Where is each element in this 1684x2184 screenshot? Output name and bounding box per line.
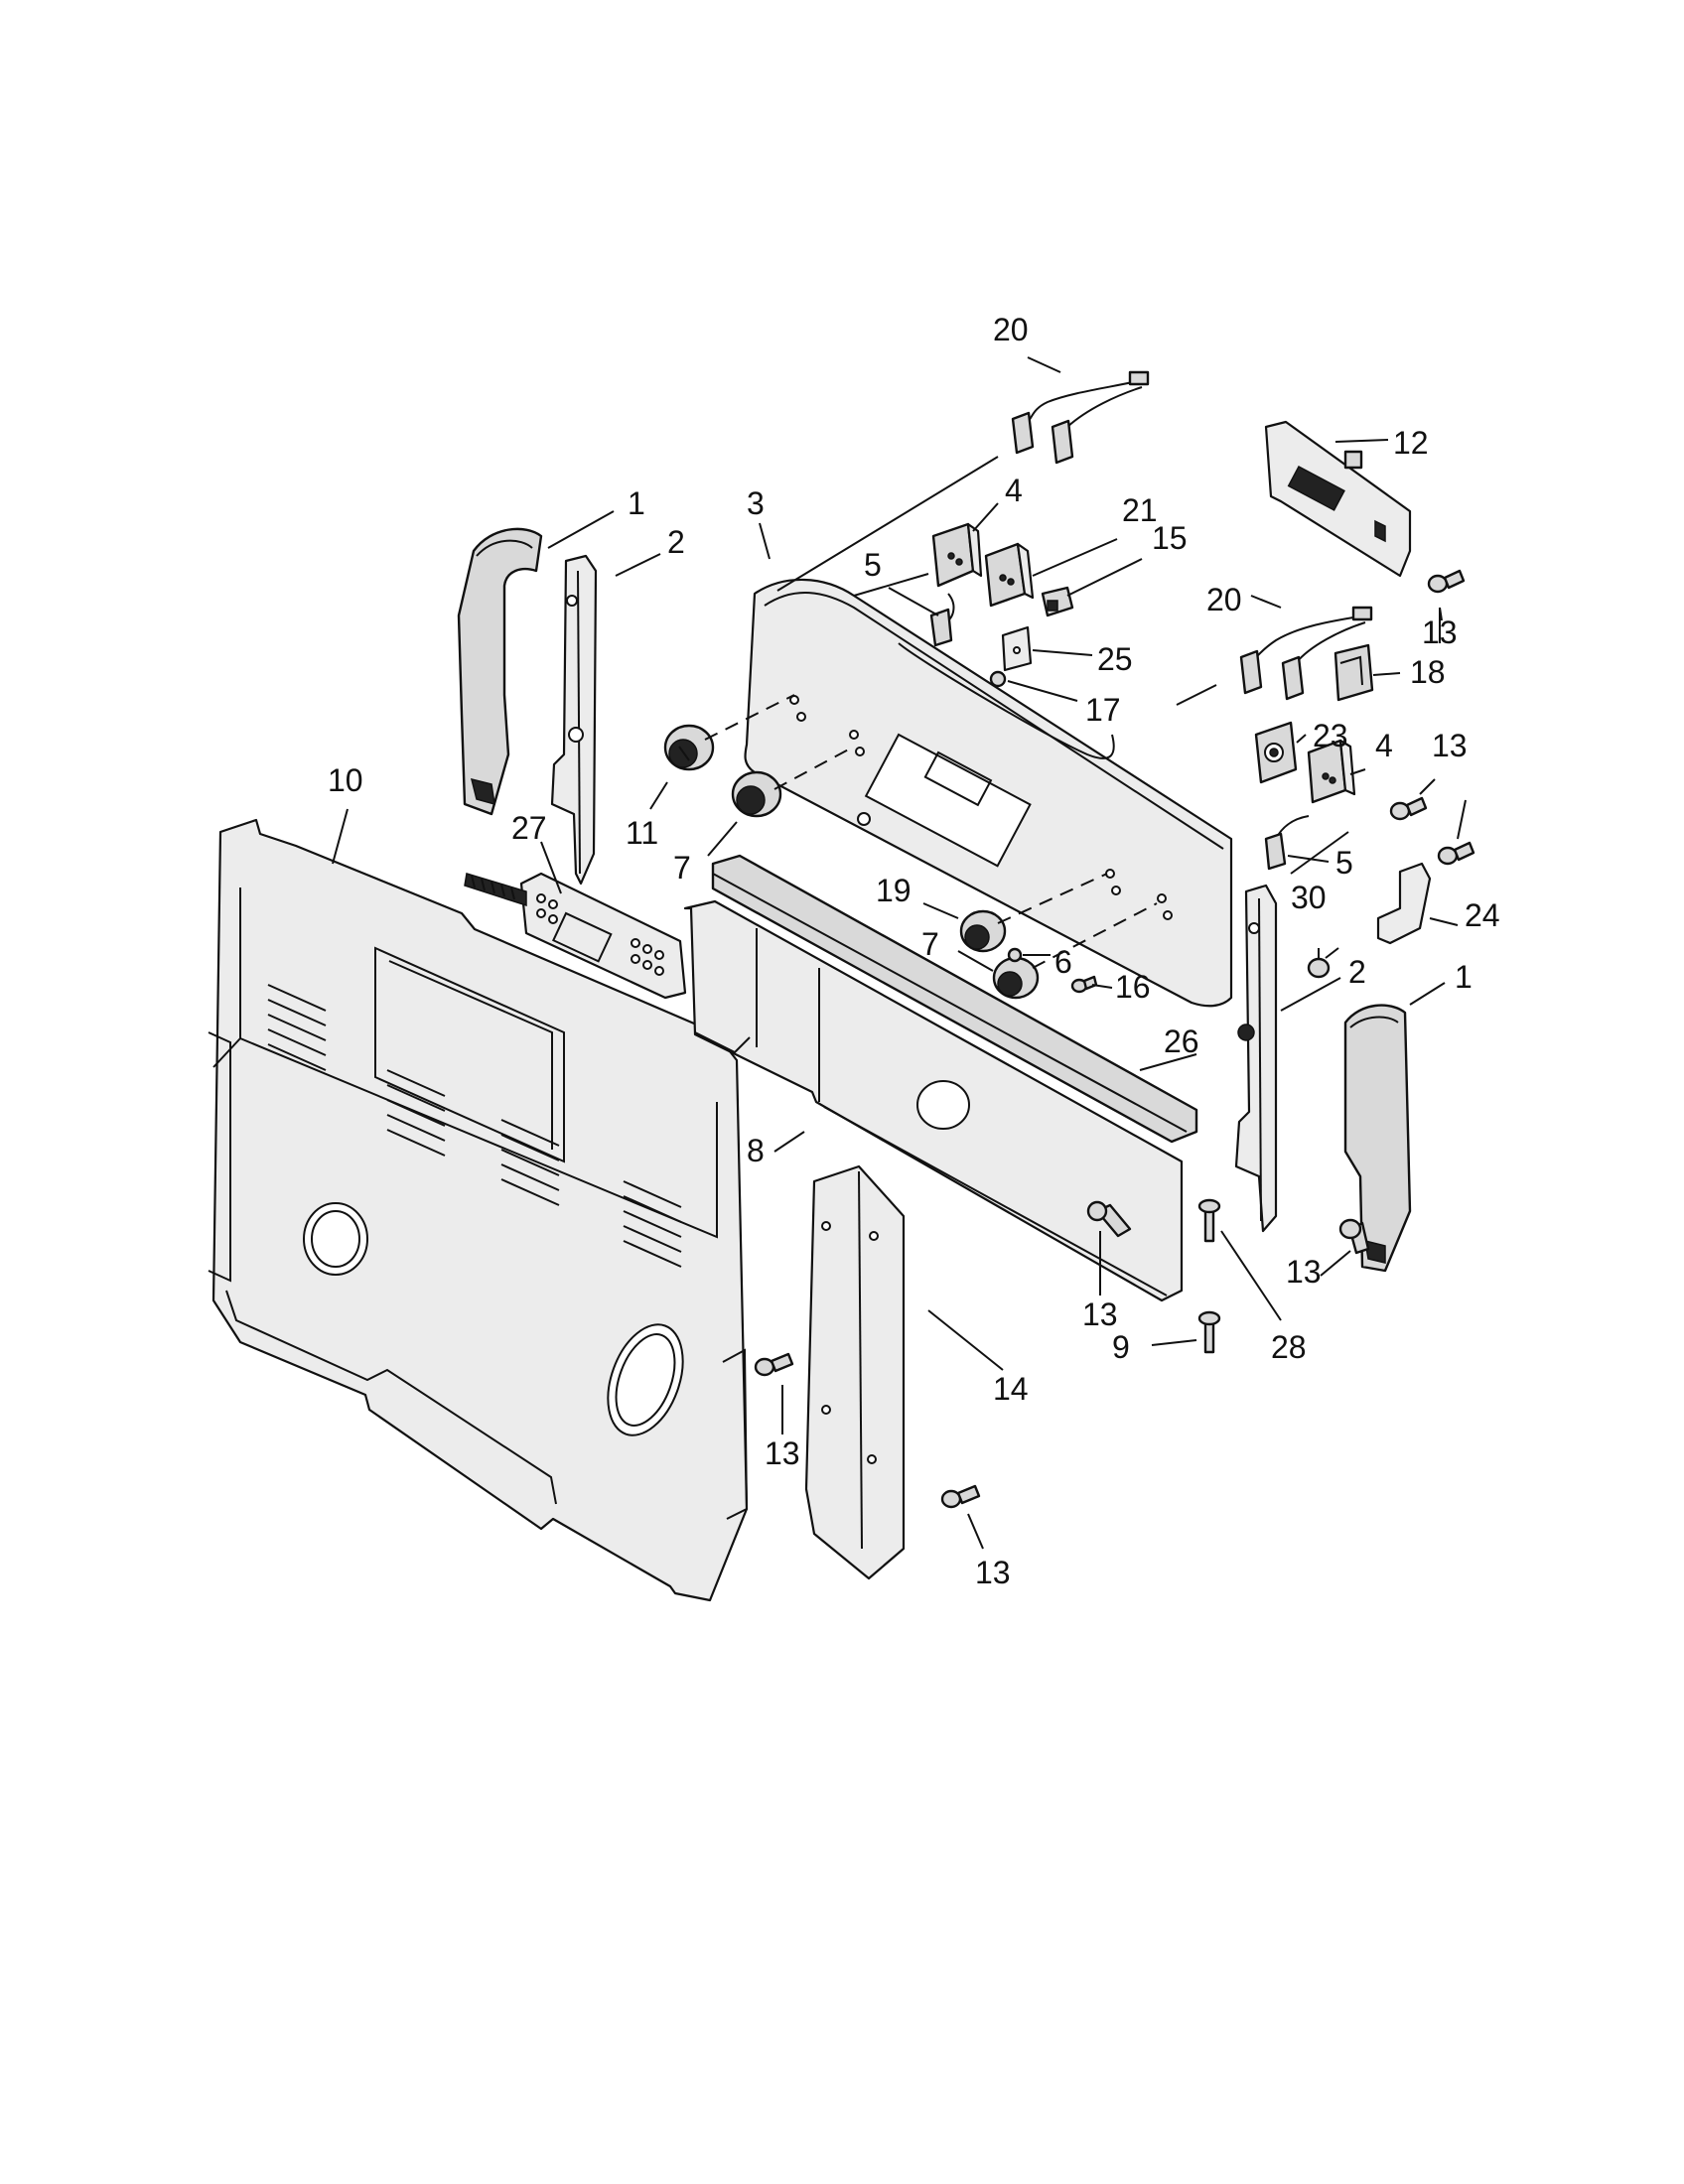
part-5-harness-a: [929, 593, 955, 647]
callout-19: 19: [876, 873, 912, 908]
part-26-channel: [711, 854, 1198, 1144]
part-25-bracket: [1001, 625, 1033, 672]
part-11-knob: [663, 724, 715, 771]
callout-13-end-cap: 13: [1286, 1254, 1322, 1290]
callout-13-top-right: 13: [1422, 614, 1458, 650]
part-27-control-overlay: [464, 872, 687, 1000]
part-18-relay: [1333, 643, 1374, 702]
callout-10: 10: [328, 762, 363, 798]
callout-8: 8: [747, 1133, 765, 1168]
part-7-knob-a: [731, 770, 782, 818]
part-2-left-bracket: [550, 554, 598, 886]
callout-21: 21: [1122, 492, 1158, 528]
callout-13-rear-panel: 13: [765, 1435, 800, 1471]
callout-18: 18: [1410, 654, 1446, 690]
part-5-harness-b: [1264, 815, 1310, 871]
screw-13-trim: [940, 1484, 981, 1509]
part-4-switch-b: [1307, 739, 1356, 804]
part-21-switch: [984, 542, 1035, 608]
part-12-control-board: [1264, 420, 1412, 578]
screw-13-top-right: [1427, 569, 1466, 594]
screw-13-rear-panel: [754, 1352, 794, 1377]
part-3-console-panel: [744, 578, 1233, 1008]
part-19-knob: [959, 909, 1007, 953]
part-10-rear-panel: [208, 818, 749, 1602]
callout-24: 24: [1465, 897, 1500, 933]
callout-11: 11: [626, 815, 658, 851]
callout-17: 17: [1085, 692, 1121, 728]
callout-7-upper: 7: [673, 850, 691, 886]
part-24-bracket: [1376, 862, 1432, 945]
screw-9: [1197, 1310, 1221, 1354]
callout-2-left: 2: [667, 524, 685, 560]
callout-14: 14: [993, 1371, 1029, 1407]
callout-13-mid-right: 13: [1432, 728, 1468, 763]
part-17-screw: [989, 670, 1007, 688]
screw-13-mid-right: [1389, 796, 1428, 821]
part-1-left-end-cap: [457, 527, 543, 816]
callout-2-right: 2: [1348, 954, 1366, 990]
screw-6: [1007, 947, 1023, 963]
part-20-harness-b: [1239, 606, 1373, 701]
callout-4-upper: 4: [1005, 473, 1023, 508]
part-4-switch-a: [931, 522, 983, 588]
callout-3: 3: [747, 485, 765, 521]
alignment-lines: [704, 694, 1158, 969]
callout-9: 9: [1112, 1329, 1130, 1365]
callout-7-lower: 7: [921, 926, 939, 962]
callout-15: 15: [1152, 520, 1188, 556]
part-2-right-bracket: [1234, 884, 1278, 1233]
callout-23: 23: [1313, 718, 1348, 753]
part-20-harness-a: [1011, 370, 1150, 465]
callout-26: 26: [1164, 1024, 1199, 1059]
part-23-switch: [1254, 721, 1298, 784]
screw-13-end-cap: [1338, 1218, 1370, 1255]
part-15-switch: [1041, 586, 1074, 617]
callout-25: 25: [1097, 641, 1133, 677]
callout-16: 16: [1115, 969, 1151, 1005]
part-30-screw: [1307, 947, 1339, 979]
callout-6: 6: [1054, 944, 1072, 980]
callout-30: 30: [1291, 880, 1327, 915]
callout-1-left: 1: [628, 485, 645, 521]
callout-20-upper: 20: [993, 312, 1029, 347]
callout-28: 28: [1271, 1329, 1307, 1365]
callout-27: 27: [511, 810, 547, 846]
part-8-lower-panel: [683, 899, 1184, 1302]
callout-4-lower: 4: [1375, 728, 1393, 763]
callout-labels: 20 12 1 2 3 4 5 21 15 25 17 20 13 18 23 …: [328, 312, 1500, 1590]
leader-lines: [332, 356, 1467, 1550]
part-7-knob-b: [992, 956, 1040, 1000]
screw-28: [1197, 1198, 1221, 1243]
callout-20-lower: 20: [1206, 582, 1242, 617]
callout-5-lower: 5: [1335, 845, 1353, 881]
part-14-side-trim: [804, 1164, 906, 1580]
callout-13-channel: 13: [1082, 1297, 1118, 1332]
screw-13-channel: [1086, 1200, 1132, 1238]
callout-12: 12: [1393, 425, 1429, 461]
callout-1-right: 1: [1455, 959, 1473, 995]
callout-5-upper: 5: [864, 547, 882, 583]
screw-13-far-right: [1437, 841, 1475, 866]
callout-13-trim: 13: [975, 1555, 1011, 1590]
